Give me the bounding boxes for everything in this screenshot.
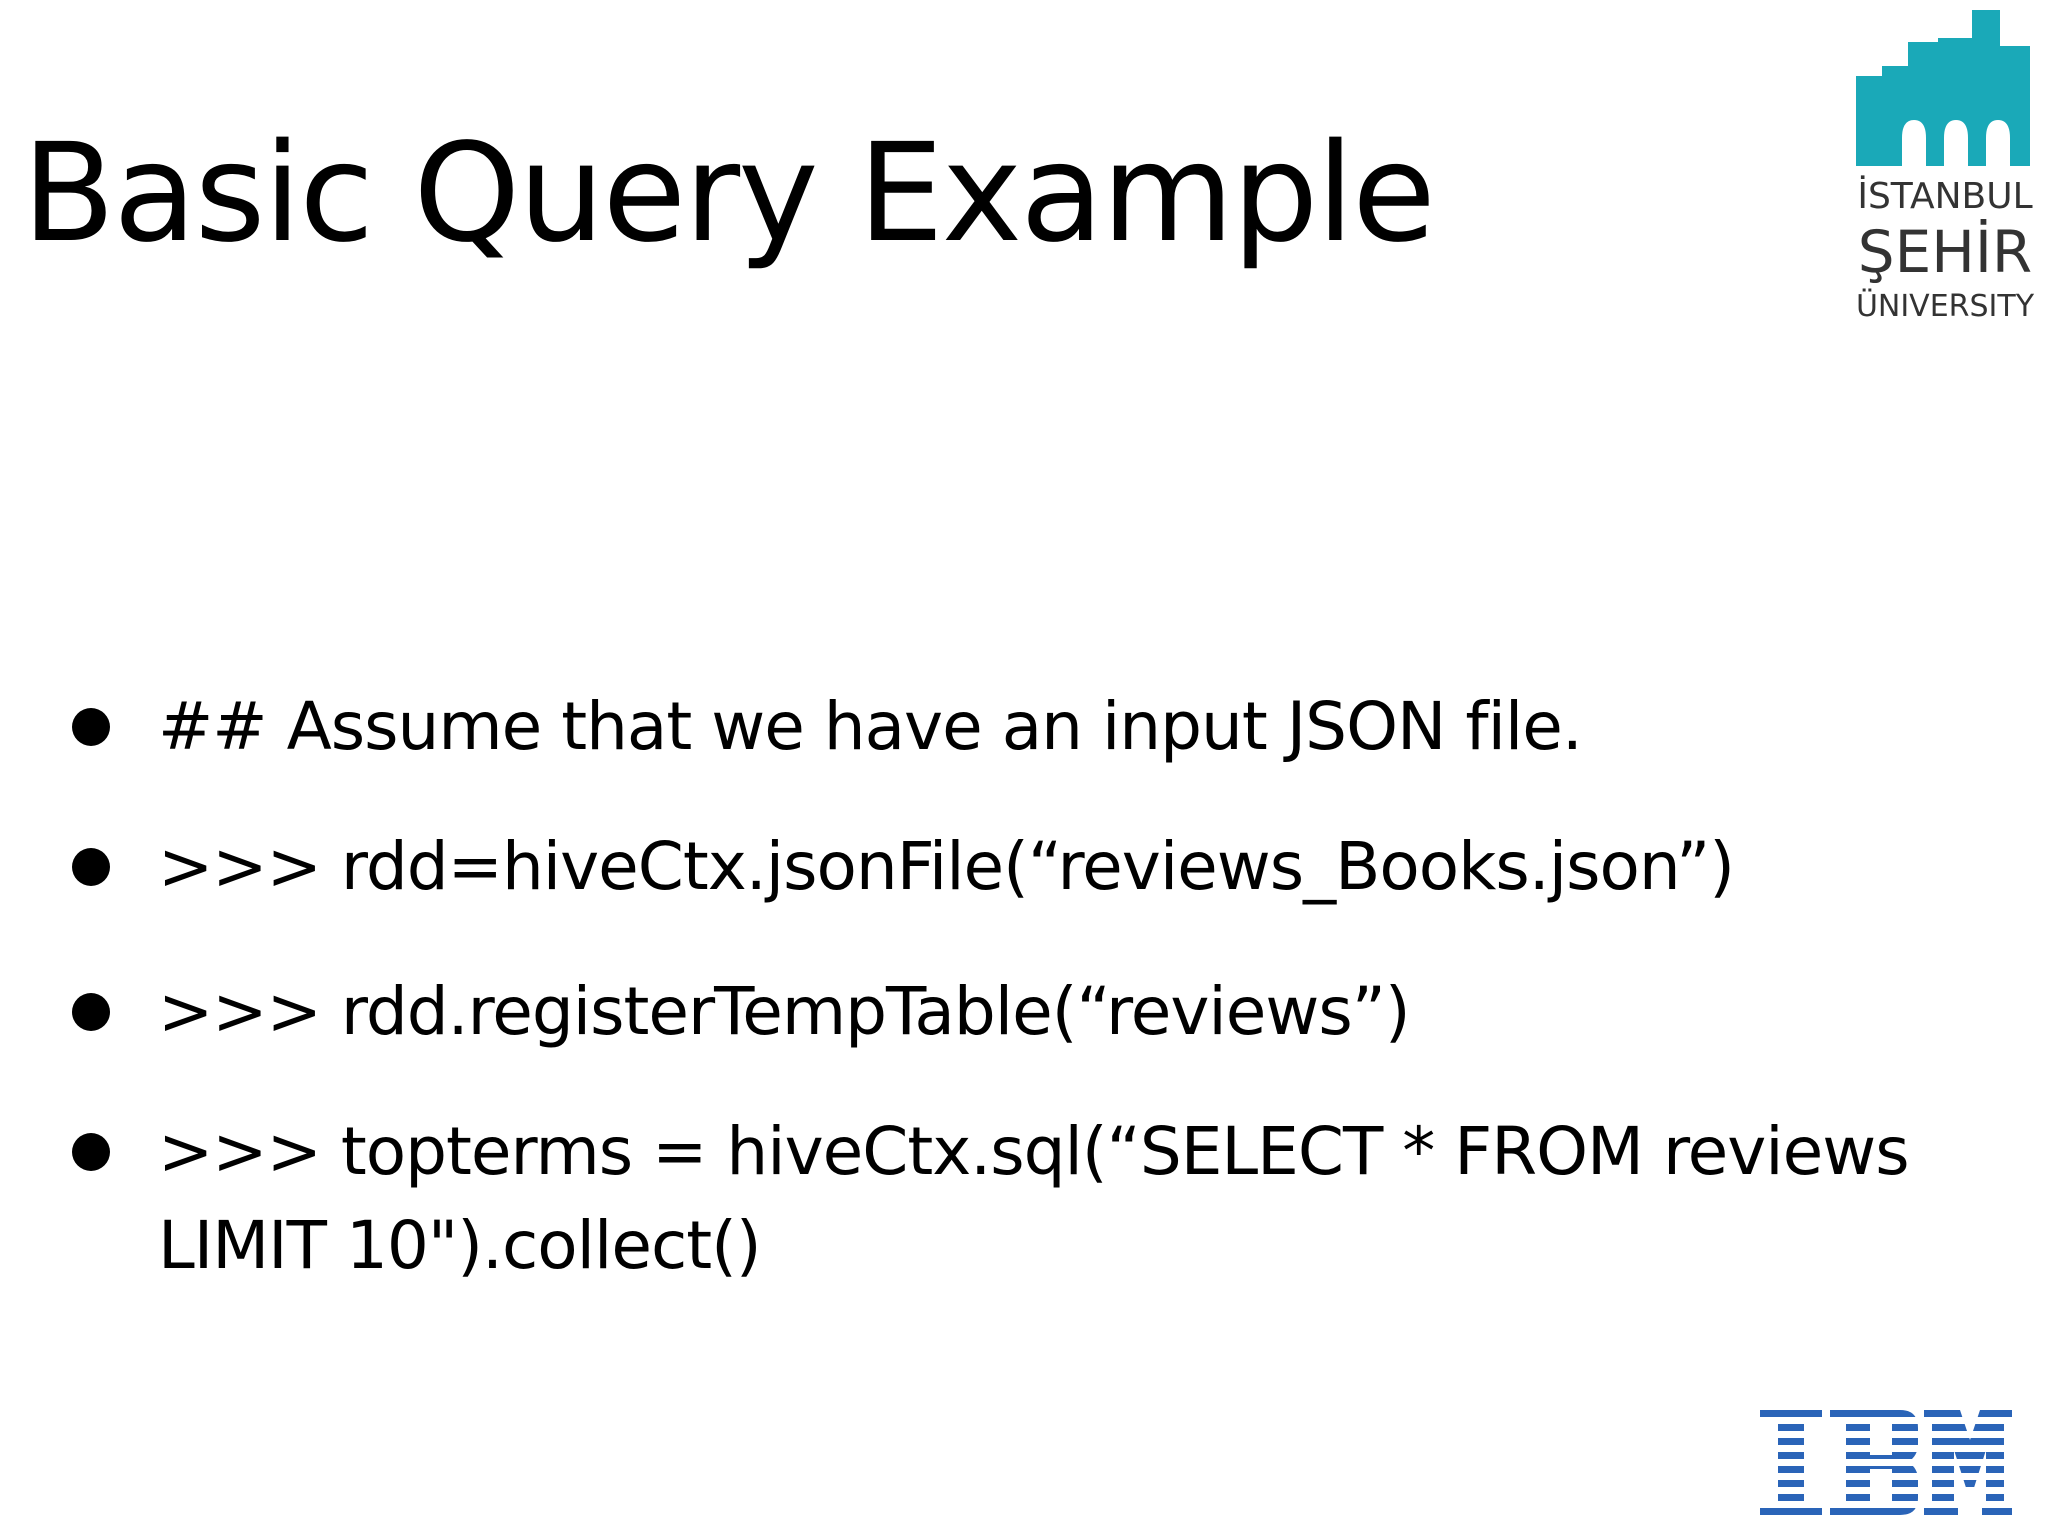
bullet-text: >>> rdd=hiveCtx.jsonFile(“reviews_Books.…: [158, 828, 1735, 905]
slide-title: Basic Query Example: [22, 115, 1436, 273]
bullet-text: >>> topterms = hiveCtx.sql(“SELECT * FRO…: [158, 1113, 1929, 1284]
ibm-logo-letter-b: [1830, 1410, 1918, 1515]
university-logo-buildings: [1856, 10, 2030, 166]
university-logo-line-1: İSTANBUL: [1857, 175, 2032, 217]
istanbul-sehir-university-logo: İSTANBUL ŞEHİR ÜNIVERSITY: [1856, 10, 2035, 324]
bullet-dot-icon: [72, 993, 110, 1031]
bullet-dot-icon: [72, 848, 110, 886]
university-logo-line-2: ŞEHİR: [1858, 218, 2032, 286]
ibm-logo-letter-m: [1924, 1410, 2012, 1515]
university-logo-line-3: ÜNIVERSITY: [1856, 288, 2035, 324]
bullet-text: >>> rdd.registerTempTable(“reviews”): [158, 973, 1411, 1050]
bullet-text: ## Assume that we have an input JSON fil…: [158, 688, 1583, 765]
bullet-dot-icon: [72, 708, 110, 746]
bullet-dot-icon: [72, 1133, 110, 1171]
ibm-logo-letter-i: [1760, 1410, 1822, 1515]
ibm-logo: [1760, 1410, 2012, 1515]
